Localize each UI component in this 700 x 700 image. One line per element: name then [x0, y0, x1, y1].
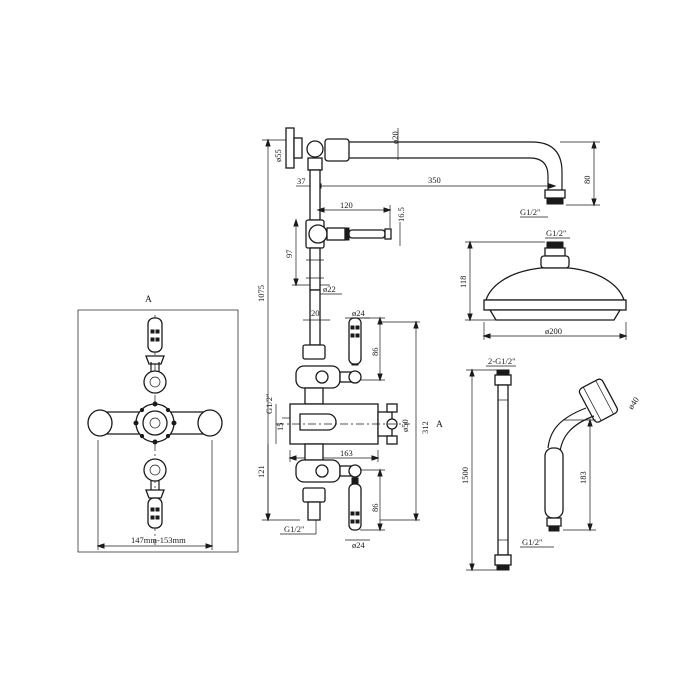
front-lower-knob: [143, 458, 167, 482]
handset-length-label: 183: [578, 471, 588, 484]
valve-depth-label: 15: [275, 423, 285, 432]
head-diam-label: ø200: [545, 326, 562, 336]
bottom-thread-label: G1/2": [284, 524, 304, 534]
bottom-handle-height-label: 86: [370, 504, 380, 513]
lower-valve-connection: [295, 443, 362, 531]
wall-flange-diam-label: ø55: [273, 149, 283, 162]
total-height-label: 1075: [256, 285, 266, 302]
front-top-handle: [145, 317, 165, 365]
section-mark-label: A: [436, 420, 443, 430]
riser-diam-label: ø22: [323, 284, 336, 294]
front-view-frame: [77, 309, 239, 553]
shower-head-dome: [485, 267, 625, 301]
diverter-handle-diam-label: 16.5: [396, 207, 406, 222]
bottom-handle-diam-label: ø24: [352, 540, 366, 550]
handset-grip: [544, 447, 564, 519]
arm-diam-label: ø20: [390, 131, 400, 144]
arm-length-label: 350: [428, 175, 441, 185]
front-section-label: A: [145, 295, 152, 305]
front-elevation-view: A: [77, 295, 239, 553]
handset-head: [578, 378, 619, 423]
front-width-label: 147mm-153mm: [131, 535, 186, 545]
front-bottom-handle: [145, 489, 165, 529]
hose-threads-label: 2-G1/2": [488, 356, 516, 366]
riser-pipe-upper: [309, 169, 321, 221]
handset-thread-label: G1/2": [522, 537, 542, 547]
side-elevation-view: 1075 ø55 37 ø20 350 80 G1/2": [256, 127, 600, 550]
top-wall-flange: [285, 127, 324, 171]
head-inlet-thread-label: G1/2": [546, 228, 566, 238]
lower-offset-label: 121: [256, 465, 266, 478]
riser-spacing-label: 97: [284, 250, 294, 259]
valve-diam-label: ø50: [400, 419, 410, 432]
upper-valve-connection: [295, 317, 362, 405]
diverter-depth-label: 120: [340, 200, 353, 210]
valve-width-label: 163: [340, 448, 353, 458]
riser-gap-label: 20: [311, 308, 320, 318]
front-central-dial: [133, 401, 177, 445]
hand-shower-view: ø40 183 G1/2": [520, 378, 641, 548]
shower-hose-body: [497, 384, 509, 556]
front-upper-knob: [143, 370, 167, 394]
shower-head-view: G1/2" 118 ø200: [458, 228, 628, 340]
arm-offset-label: 37: [297, 176, 306, 186]
side-thread-label: G1/2": [264, 394, 274, 414]
arm-outlet-thread-label: G1/2": [520, 207, 540, 217]
valve-height-label: 312: [420, 421, 430, 434]
upper-lever-handle: [348, 317, 362, 365]
handset-head-diam-label: ø40: [625, 395, 641, 411]
top-handle-diam-label: ø24: [352, 308, 366, 318]
lower-lever-handle: [348, 483, 362, 531]
shower-arm: [324, 138, 566, 205]
head-height-label: 118: [458, 276, 468, 288]
top-handle-height-label: 86: [370, 348, 380, 357]
riser-pipe-middle: [309, 247, 321, 291]
hose-length-label: 1500: [460, 467, 470, 484]
shower-hose-view: 2-G1/2" 1500: [460, 356, 516, 572]
diverter-unit: [305, 219, 392, 249]
arm-drop-label: 80: [582, 176, 592, 185]
